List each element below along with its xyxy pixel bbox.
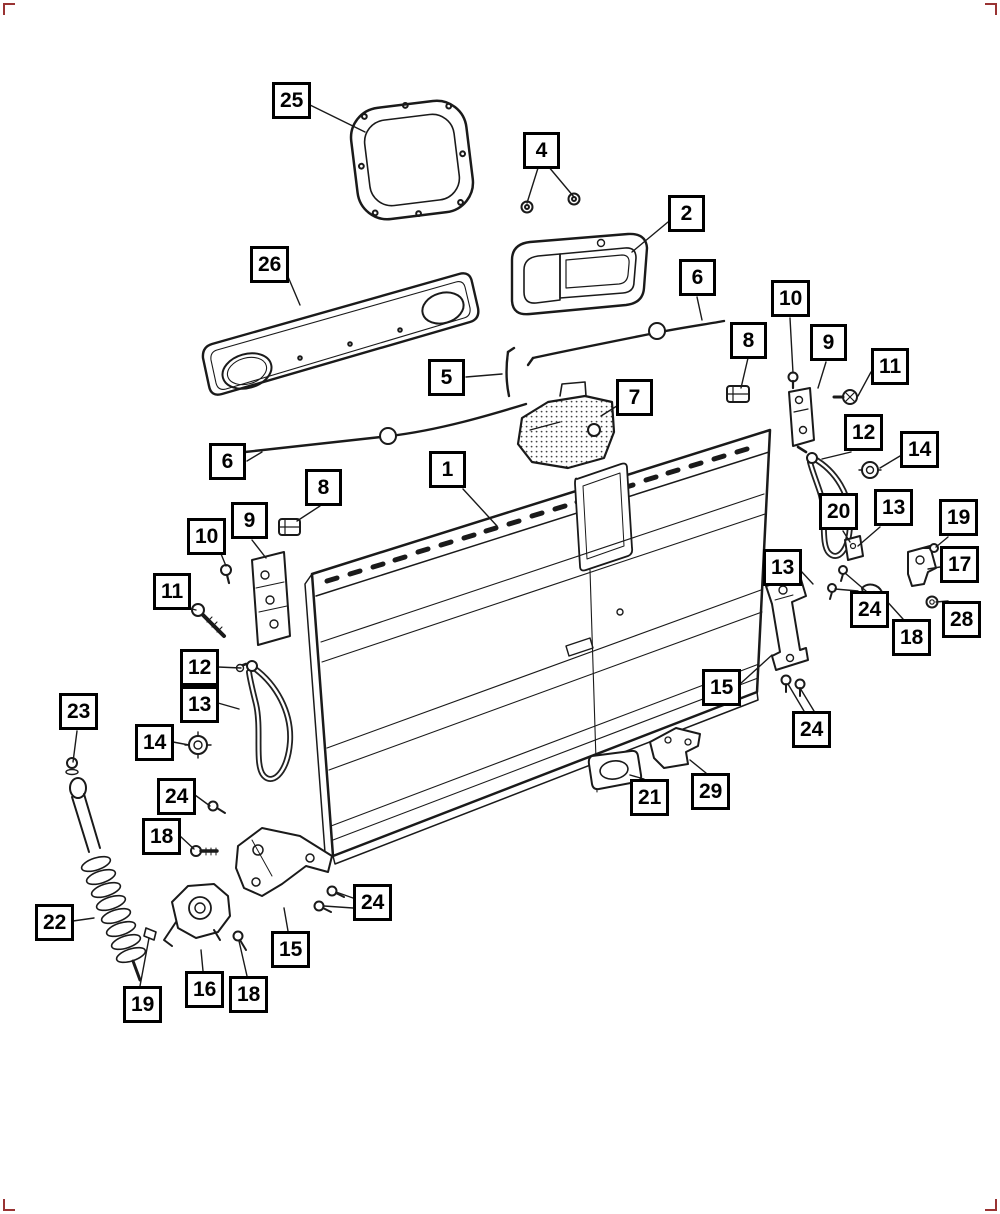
tailgate-handle [510,232,649,316]
callout-23: 23 [59,693,99,730]
screw-10-left [220,564,232,585]
callout-17: 17 [940,546,980,583]
hinge-bracket-left [235,827,333,897]
callout-6-b: 6 [209,443,246,480]
callout-4: 4 [523,132,560,169]
callout-6-a: 6 [679,259,716,296]
support-strut [69,777,147,982]
leader-lines [72,103,949,987]
screws-24-right [827,565,848,600]
callout-18-c: 18 [229,976,269,1013]
callout-9-b: 9 [231,502,268,539]
screw-11-right [832,389,858,405]
bracket-29 [649,727,701,769]
callout-11-a: 11 [871,348,910,385]
callout-25: 25 [272,82,312,119]
callout-28: 28 [942,601,982,638]
callout-11-b: 11 [153,573,192,610]
crop-marks [3,3,997,1211]
callout-15-a: 15 [702,669,742,706]
callout-13-c: 13 [180,686,220,723]
screw-10-right [787,371,799,390]
callout-1: 1 [429,451,466,488]
latch-release-rod-right [526,319,726,367]
callout-26: 26 [250,246,290,283]
callout-13-b: 13 [763,549,803,586]
callout-7: 7 [616,379,653,416]
screw-18-left [190,845,219,857]
callout-18-a: 18 [892,619,932,656]
callout-15-b: 15 [271,931,311,968]
callout-14-a: 14 [900,431,940,468]
callout-8-b: 8 [305,469,342,506]
support-cable-left [235,660,294,782]
callout-2: 2 [668,195,705,232]
screws-24-bottom [313,885,345,913]
callout-21: 21 [630,779,670,816]
latch-striker-plate-right [788,387,815,447]
callout-10-b: 10 [187,518,227,555]
screw-18-bottom [232,930,247,951]
callout-8-a: 8 [730,322,767,359]
callout-20: 20 [819,493,859,530]
handle-bezel-gasket [349,99,475,221]
hinge-bracket-right [765,575,809,671]
clip-left [278,518,301,536]
callout-9-a: 9 [810,324,847,361]
link-rod [505,346,516,398]
callout-13-a: 13 [874,489,914,526]
screw-19-right [922,543,939,553]
callout-5: 5 [428,359,465,396]
clip-19-bottom [143,927,157,941]
inner-reinforcement-panel [201,272,480,396]
latch-assembly-16 [163,883,231,947]
pushpin-23 [65,757,79,776]
callout-24-b: 24 [792,711,832,748]
latch-plate-left [251,551,291,646]
handle-fasteners [520,192,581,214]
screw-24-left [207,800,226,814]
callout-22: 22 [35,904,75,941]
center-latch-assembly [516,381,616,470]
bolt-11-left [191,603,226,638]
tailgate-panel [304,428,772,867]
callout-12-a: 12 [844,414,884,451]
latch-release-rod-left [237,402,528,462]
callout-19-a: 19 [939,499,979,536]
callout-18-b: 18 [142,818,182,855]
callout-24-c: 24 [157,778,197,815]
callout-24-d: 24 [353,884,393,921]
screws-24-right-lower [780,674,806,697]
clip-right [726,385,750,403]
callout-16: 16 [185,971,225,1008]
callout-24-a: 24 [850,591,890,628]
callout-29: 29 [691,773,731,810]
callout-19-b: 19 [123,986,163,1023]
callout-12-b: 12 [180,649,220,686]
callout-10-a: 10 [771,280,811,317]
nut-right [858,461,882,479]
callout-14-b: 14 [135,724,175,761]
